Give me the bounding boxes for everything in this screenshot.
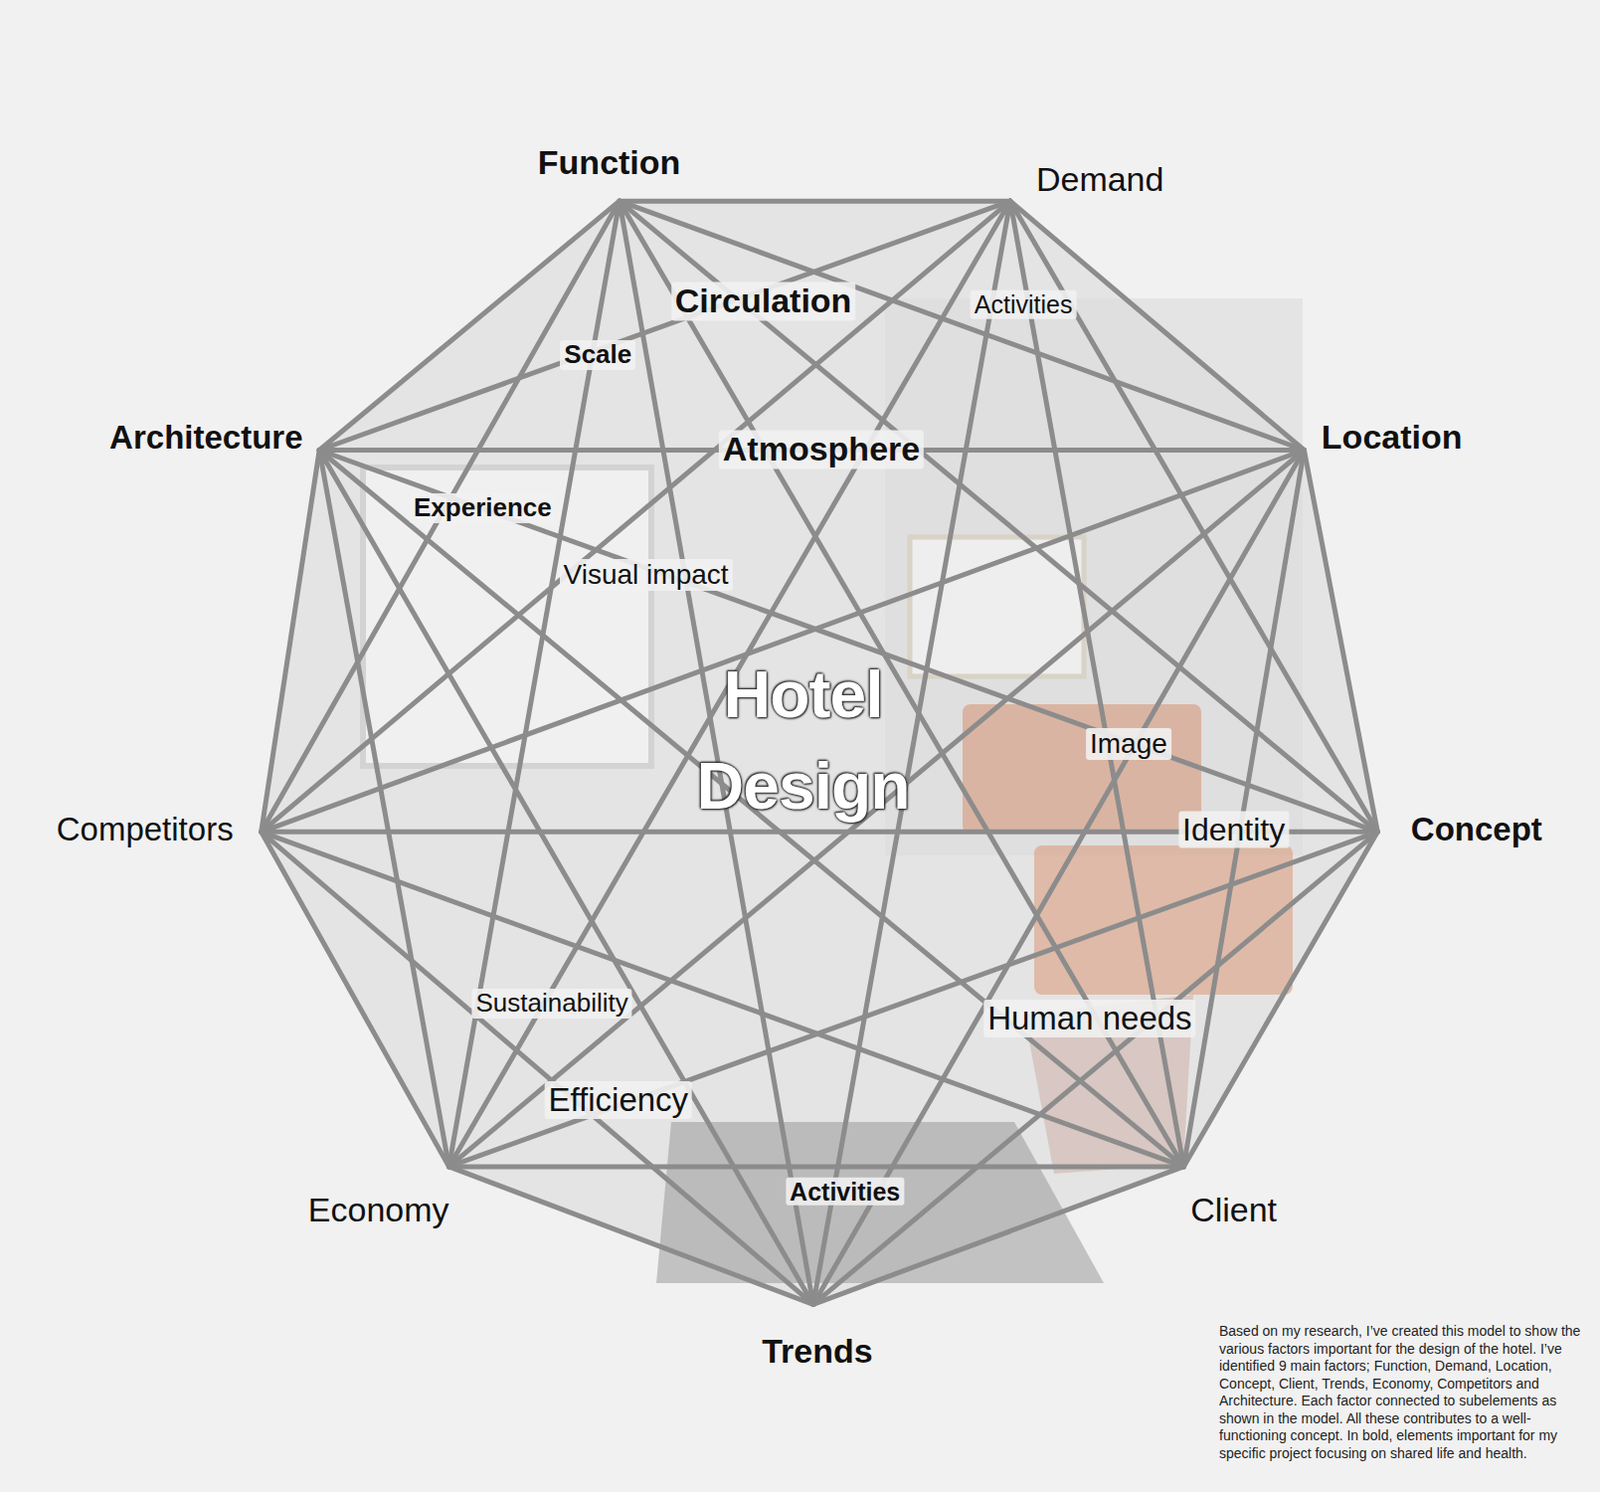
factor-label: Demand — [1036, 160, 1165, 199]
factor-label: Client — [1190, 1190, 1277, 1230]
connection-line — [1010, 200, 1305, 450]
connection-line — [619, 198, 1011, 204]
photo-ground — [261, 200, 1378, 1304]
connection-line — [1183, 831, 1378, 1167]
photo-sofa — [1034, 845, 1293, 995]
connection-line — [1303, 450, 1378, 833]
connection-lines — [261, 200, 1379, 1304]
connection-line — [813, 831, 1379, 1304]
connection-line — [619, 200, 1305, 450]
connection-line — [261, 200, 620, 832]
subelement-label: Scale — [559, 340, 636, 370]
connection-line — [319, 450, 449, 1167]
subelement-label: Image — [1085, 727, 1172, 760]
connection-line — [449, 1163, 1185, 1169]
caption-note: Based on my research, I’ve created this … — [1219, 1322, 1594, 1462]
photo-mirror — [362, 467, 652, 766]
subelement-label: Circulation — [671, 281, 857, 321]
factor-label: Location — [1321, 418, 1463, 458]
connection-line — [261, 450, 1305, 833]
connection-line — [319, 450, 1378, 833]
factor-label: Economy — [308, 1190, 450, 1230]
connection-line — [261, 450, 321, 833]
subelement-label: Experience — [409, 493, 556, 524]
subelement-label: Atmosphere — [718, 429, 924, 469]
factor-label: Concept — [1411, 810, 1543, 849]
center-title: Hotel Design — [669, 648, 938, 832]
connection-line — [449, 450, 1305, 1167]
factor-label: Function — [537, 144, 682, 183]
connection-line — [319, 200, 1011, 450]
subelement-label: Activities — [970, 289, 1077, 319]
factor-label: Competitors — [56, 810, 234, 849]
connection-line — [449, 1166, 814, 1305]
connection-line — [319, 450, 814, 1305]
subelement-label: Identity — [1178, 811, 1289, 849]
subelement-label: Visual impact — [559, 558, 733, 591]
photo-wall — [885, 298, 1303, 856]
factor-label: Architecture — [109, 418, 303, 457]
subelement-label: Human needs — [983, 999, 1196, 1038]
subelement-label: Sustainability — [471, 988, 632, 1019]
connection-line — [319, 450, 1184, 1167]
connection-line — [449, 200, 1011, 1167]
connection-line — [261, 831, 814, 1304]
subelement-label: Activities — [785, 1176, 904, 1206]
connection-line — [319, 200, 620, 450]
connection-line — [449, 831, 1379, 1167]
factor-label: Trends — [761, 1331, 873, 1371]
subelement-label: Efficiency — [543, 1080, 693, 1119]
